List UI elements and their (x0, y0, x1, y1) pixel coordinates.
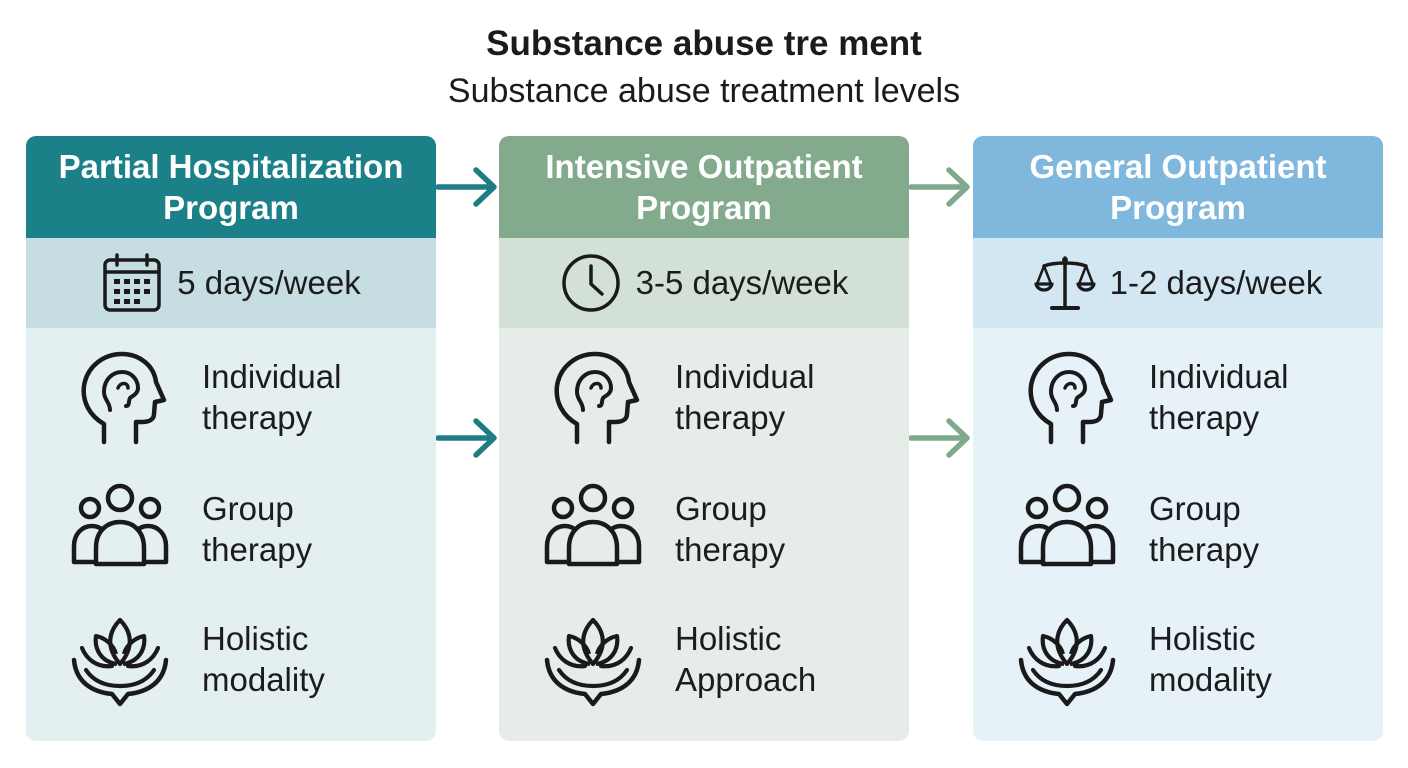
card-header-line2: Program (636, 189, 772, 226)
scales-icon (1034, 252, 1096, 314)
frequency-label: 1-2 days/week (1109, 264, 1323, 301)
diagram-subtitle: Substance abuse treatment levels (447, 72, 961, 110)
head-icon (1017, 350, 1117, 450)
arrow-right-icon (909, 418, 970, 458)
diagram-title: Substance abuse tre ment (486, 24, 922, 63)
arrow-right-icon (909, 167, 970, 207)
group-icon (1017, 482, 1117, 582)
lotus-hands-icon (543, 612, 643, 712)
clock-icon (560, 252, 622, 314)
card-header-line1: Partial Hospitalization (58, 148, 404, 185)
lotus-hands-icon (70, 612, 170, 712)
lotus-hands-icon (1017, 612, 1117, 712)
card-frequency: 1-2 days/week (973, 238, 1383, 328)
card-frequency: 3-5 days/week (499, 238, 909, 328)
group-icon (543, 482, 643, 582)
arrow-right-icon (436, 418, 497, 458)
group-icon (70, 482, 170, 582)
card-header-line1: Intensive Outpatient (545, 148, 863, 185)
card-header-line2: Program (1110, 189, 1246, 226)
frequency-label: 3-5 days/week (635, 264, 849, 301)
frequency-label: 5 days/week (177, 264, 361, 301)
card-frequency: 5 days/week (26, 238, 436, 328)
arrow-right-icon (436, 167, 497, 207)
head-icon (70, 350, 170, 450)
calendar-icon (101, 252, 163, 314)
card-header-line1: General Outpatient (1029, 148, 1327, 185)
card-header-line2: Program (163, 189, 299, 226)
head-icon (543, 350, 643, 450)
